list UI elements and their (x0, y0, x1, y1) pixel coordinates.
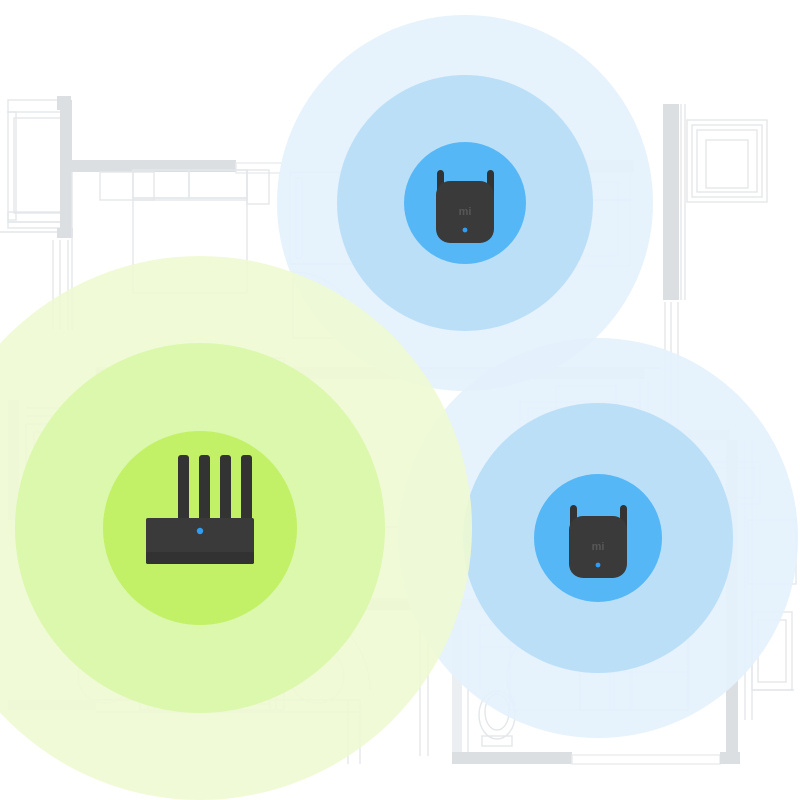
router-body (146, 518, 254, 564)
device-router[interactable] (146, 455, 254, 564)
extender-bottom-logo: mi (592, 541, 605, 553)
extender-top-body (436, 181, 494, 243)
room-balcony-right (686, 119, 768, 203)
extender-bottom-led (595, 562, 601, 568)
extender-bottom-body (569, 516, 627, 578)
router-antenna-group (178, 455, 252, 521)
router-led (196, 527, 204, 535)
extender-top-led (462, 227, 468, 233)
device-extender-top[interactable]: mi (436, 170, 494, 243)
device-extender-bottom[interactable]: mi (569, 505, 627, 578)
wall-right-vertical (663, 104, 686, 300)
extender-top-logo: mi (459, 206, 472, 218)
